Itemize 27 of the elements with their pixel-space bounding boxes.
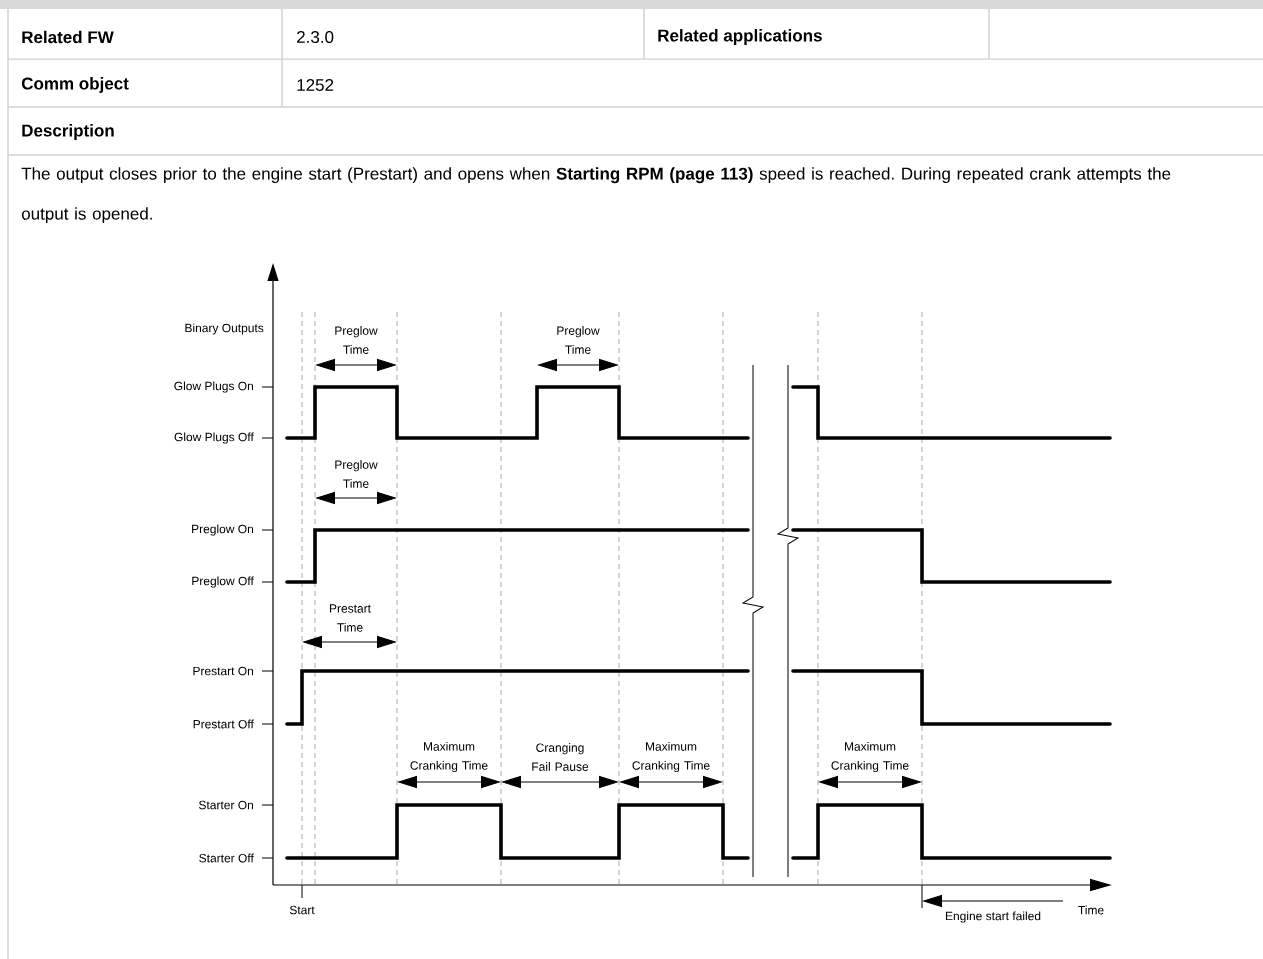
duration-label: Cranging Fail Pause	[532, 743, 589, 771]
duration-label: Prestart Time	[330, 604, 371, 632]
level-label: Starter On	[199, 800, 253, 810]
field-value: 1252	[297, 79, 334, 92]
level-label: Starter Off	[199, 853, 254, 863]
level-label: Preglow On	[192, 524, 253, 536]
level-label: Glow Plugs Off	[174, 432, 254, 444]
duration-label: Preglow Time	[557, 326, 600, 354]
field-value: 2.3.0	[297, 31, 334, 44]
duration-label: Preglow Time	[335, 326, 378, 354]
duration-label: Preglow Time	[335, 460, 378, 488]
duration-label: Maximum Cranking Time	[831, 741, 909, 773]
field-name: Related FW	[22, 30, 114, 44]
field-name: Comm object	[21, 77, 129, 93]
level-label: Prestart On	[193, 666, 253, 676]
axis-title: Binary Outputs	[185, 323, 264, 335]
section-heading: Description	[22, 124, 114, 140]
event-label: Start	[289, 905, 315, 915]
level-label: Glow Plugs On	[174, 381, 253, 393]
axis-title: Time	[1078, 905, 1104, 915]
duration-label: Maximum Cranking Time	[632, 741, 710, 773]
field-name: Related applications	[658, 29, 822, 45]
description-text: The output closes prior to the engine start (Prestart) and opens when Starting RPM (page 113) speed is reached. During repeated crank attempts the output is opened.	[21, 167, 1171, 224]
duration-label: Maximum Cranking Time	[410, 741, 488, 773]
event-label: Engine start failed	[945, 911, 1041, 923]
level-label: Prestart Off	[193, 719, 254, 729]
level-label: Preglow Off	[192, 576, 254, 588]
